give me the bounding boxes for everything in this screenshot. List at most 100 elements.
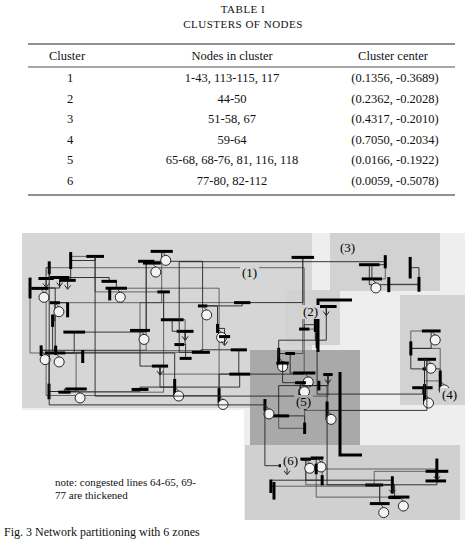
bus-bar	[69, 252, 72, 269]
generator-lead	[300, 383, 304, 387]
load-arrow	[325, 375, 331, 384]
transmission-line	[411, 331, 431, 348]
bus-bar	[359, 263, 380, 266]
bus-bar	[151, 250, 173, 253]
generator-lead	[76, 389, 80, 393]
transmission-line	[279, 416, 305, 428]
transmission-line	[179, 331, 185, 344]
network-zone: (5)	[250, 350, 360, 445]
zone-number: (2)	[301, 305, 320, 319]
generator-lead	[175, 387, 179, 391]
congested-line	[318, 300, 352, 352]
bus-bar	[303, 423, 306, 434]
transmission-line	[411, 348, 440, 381]
table-rule	[28, 43, 455, 44]
generator-symbol	[379, 508, 389, 518]
transmission-line	[160, 366, 175, 387]
bus-bar	[229, 373, 250, 376]
table-rule	[28, 67, 455, 68]
figure-ground	[22, 233, 465, 520]
generator-lead	[306, 459, 310, 463]
transmission-line	[283, 363, 301, 383]
generator-lead	[440, 381, 444, 385]
generator-symbol	[75, 393, 85, 403]
generator-lead	[380, 504, 384, 508]
bus-bar	[417, 277, 420, 292]
figure-caption: Fig. 3 Network partitioning with 6 zones	[4, 526, 200, 539]
transmission-line	[64, 292, 163, 392]
transmission-line	[374, 471, 437, 485]
generator-symbol	[371, 283, 381, 293]
bus-bar	[409, 257, 412, 279]
transmission-line	[41, 306, 203, 351]
generator-symbol	[54, 307, 64, 317]
table-cell: 65-68, 68-76, 81, 116, 118	[166, 154, 298, 168]
generator-lead	[279, 358, 283, 362]
transmission-line	[172, 320, 185, 332]
table-cell: 5	[67, 154, 73, 168]
generator-symbol	[54, 357, 64, 367]
bus-bar	[101, 280, 116, 283]
bus-bar	[180, 357, 192, 360]
bus-bar	[58, 391, 70, 394]
transmission-line	[389, 284, 419, 285]
tie-line	[327, 359, 427, 410]
transmission-line	[389, 284, 419, 285]
bus-bar	[299, 328, 309, 331]
bus-bar	[157, 290, 170, 293]
generator-symbol	[426, 363, 436, 373]
bus-bar	[161, 318, 184, 321]
transmission-line	[46, 279, 219, 396]
bus-bar	[51, 314, 54, 326]
load-arrow	[65, 280, 71, 289]
table-cell: 51-58, 67	[208, 113, 256, 127]
zone-number: (5)	[294, 395, 313, 409]
table-cell: 3	[67, 113, 73, 127]
bus-bar	[234, 301, 250, 304]
transmission-line	[172, 320, 185, 332]
generator-lead	[327, 410, 331, 414]
transmission-line	[95, 256, 164, 292]
transmission-line	[55, 353, 175, 387]
zone-shading	[285, 290, 340, 345]
table-cell: 1	[67, 72, 73, 86]
transmission-line	[164, 292, 173, 320]
bus-bar	[285, 352, 295, 355]
zone-number: (6)	[281, 454, 300, 468]
table-cell: (0.7050, -0.2034)	[351, 134, 439, 148]
transmission-line	[290, 354, 304, 374]
load-arrow	[43, 279, 49, 288]
bus-bar	[314, 317, 317, 331]
table-cell: 77-80, 82-112	[197, 175, 267, 189]
generator-lead	[162, 251, 166, 255]
generator-symbol	[430, 335, 440, 345]
transmission-line	[49, 390, 140, 392]
bus-bar	[276, 362, 288, 365]
transmission-line	[140, 303, 242, 331]
bus-bar	[426, 479, 447, 482]
transmission-line	[116, 288, 219, 395]
table-cell: 2	[67, 93, 73, 107]
table-cell: 44-50	[217, 93, 246, 107]
transmission-line	[219, 374, 240, 395]
bus-bar	[132, 388, 149, 391]
transmission-line	[30, 288, 55, 353]
load-arrow	[222, 337, 228, 346]
transmission-line	[279, 386, 319, 416]
column-header: Cluster center	[358, 50, 428, 64]
generator-symbol	[161, 255, 171, 265]
bus-bar	[409, 341, 412, 355]
bus-bar	[54, 346, 57, 355]
transmission-line	[306, 459, 393, 485]
bus-bar	[66, 302, 69, 317]
bus-bar	[29, 278, 32, 299]
zone-number: (4)	[440, 388, 459, 402]
table-subtitle: CLUSTERS OF NODES	[183, 18, 303, 30]
bus-bar	[192, 351, 210, 354]
tie-line	[95, 256, 300, 396]
generator-symbol	[326, 414, 336, 424]
blank-area	[22, 410, 244, 520]
tie-line	[279, 340, 317, 357]
transmission-line	[411, 331, 431, 348]
generator-lead	[399, 497, 403, 501]
